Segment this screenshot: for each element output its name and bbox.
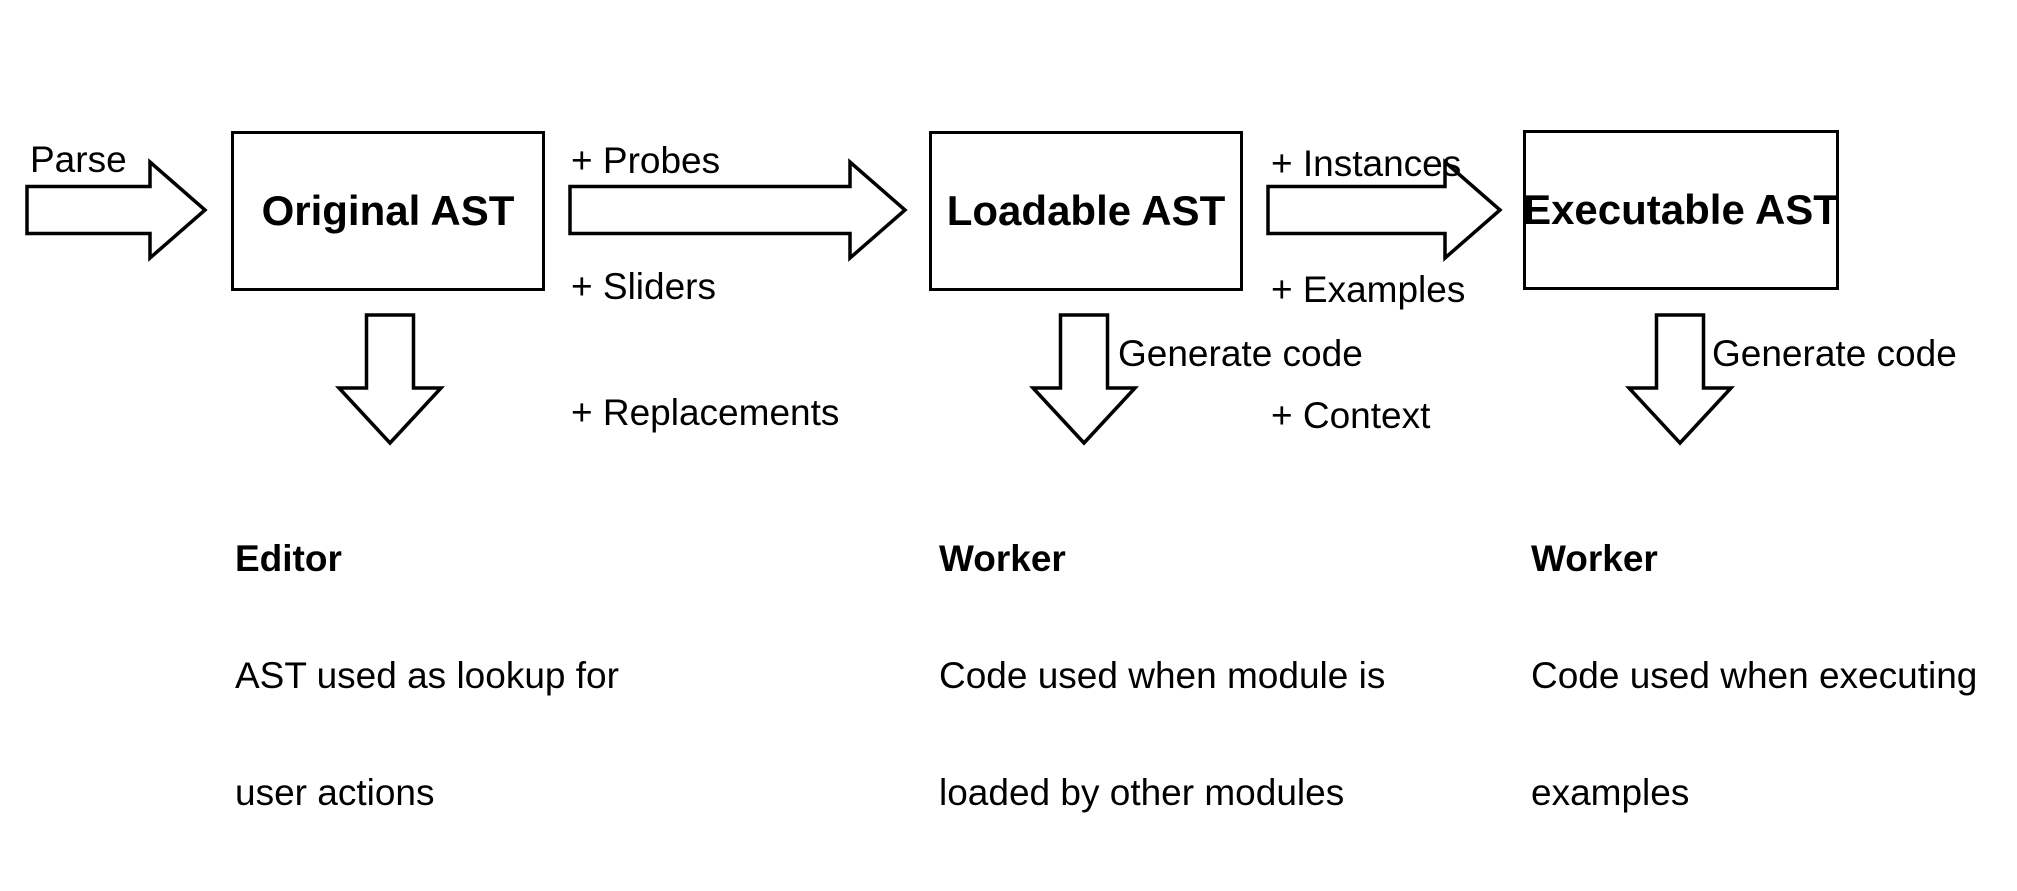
original-ast-box: Original AST <box>231 131 545 291</box>
executable-ast-box: Executable AST <box>1523 130 1839 290</box>
output-title: Worker <box>939 538 1066 579</box>
output-worker-executable: Worker Code used when executing examples <box>1531 461 1977 890</box>
output-editor: Editor AST used as lookup for user actio… <box>235 461 619 890</box>
right-arrow-icon <box>1266 158 1503 262</box>
to-loadable-arrow-shape <box>568 158 908 262</box>
parse-label: Parse <box>30 139 127 180</box>
executable-ast-label: Executable AST <box>1523 186 1839 233</box>
output-title: Editor <box>235 538 342 579</box>
down-arrow-icon <box>1028 313 1140 446</box>
down-arrow-icon <box>334 313 446 446</box>
down-arrow-icon <box>1624 313 1736 446</box>
loadable-ast-label: Loadable AST <box>946 187 1226 234</box>
to-worker-executable-arrow-shape <box>1624 313 1736 446</box>
annotation-line: + Instances <box>1271 143 1462 184</box>
annotation-line: + Replacements <box>571 392 840 433</box>
generate-code-label: Generate code <box>1712 333 1957 374</box>
to-executable-labels: + Instances + Examples + Context <box>1271 59 1465 521</box>
annotation-line: + Probes <box>571 140 721 181</box>
annotation-line: + Examples <box>1271 269 1466 310</box>
output-line: Code used when executing <box>1531 655 1978 696</box>
right-arrow-icon <box>25 158 208 262</box>
to-loadable-labels: + Probes + Sliders + Replacements <box>571 56 839 518</box>
output-line: examples <box>1531 772 1690 813</box>
parse-arrow-shape <box>25 158 208 262</box>
output-line: user actions <box>235 772 435 813</box>
output-title: Worker <box>1531 538 1658 579</box>
annotation-line: + Context <box>1271 395 1431 436</box>
output-line: Code used when module is <box>939 655 1386 696</box>
output-line: AST used as lookup for <box>235 655 619 696</box>
to-executable-arrow-shape <box>1266 158 1503 262</box>
diagram-canvas: Original AST Loadable AST Executable AST… <box>25 56 1977 812</box>
annotation-line: + Sliders <box>571 266 716 307</box>
generate-code-label: Generate code <box>1118 333 1363 374</box>
to-worker-loadable-arrow-shape <box>1028 313 1140 446</box>
right-arrow-icon <box>568 158 908 262</box>
original-ast-label: Original AST <box>261 187 515 234</box>
loadable-ast-box: Loadable AST <box>929 131 1243 291</box>
output-worker-loadable: Worker Code used when module is loaded b… <box>939 461 1385 890</box>
to-editor-arrow-shape <box>334 313 446 446</box>
output-line: loaded by other modules <box>939 772 1345 813</box>
